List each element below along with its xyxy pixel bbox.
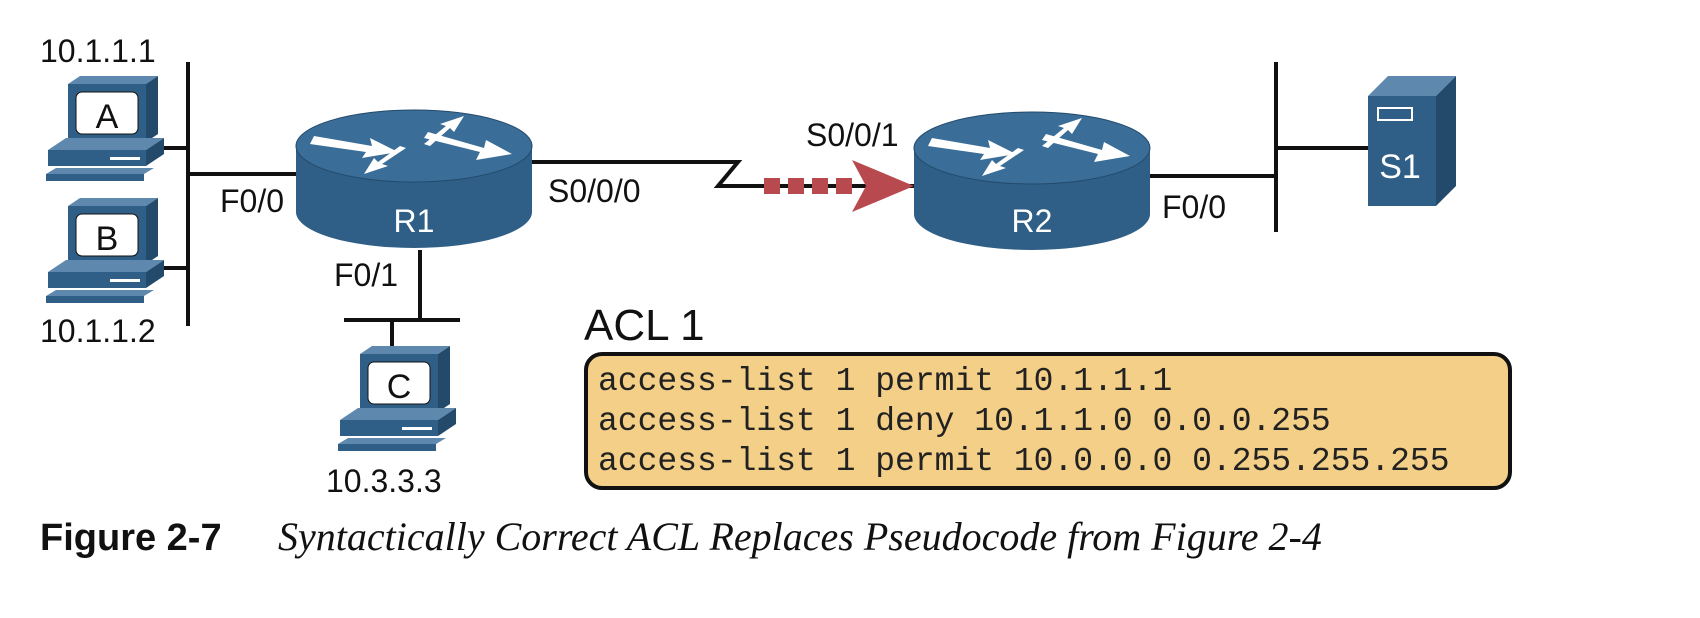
- pc-b-label: B: [96, 220, 119, 258]
- r2-f00-label: F0/0: [1162, 189, 1226, 225]
- acl-title: ACL 1: [584, 301, 705, 350]
- traffic-direction-arrow: [764, 160, 914, 212]
- router-r2-label: R2: [1012, 203, 1053, 239]
- acl-line: access-list 1 permit 10.0.0.0 0.255.255.…: [598, 443, 1450, 480]
- r1-f01-label: F0/1: [334, 257, 398, 293]
- pc-c-ip: 10.3.3.3: [326, 463, 442, 499]
- pc-c-label: C: [387, 368, 412, 406]
- server-s1-icon: [1368, 76, 1456, 206]
- acl-line: access-list 1 deny 10.1.1.0 0.0.0.255: [598, 403, 1331, 440]
- acl-box: [584, 352, 1512, 490]
- figure-number: Figure 2-7: [40, 517, 222, 559]
- acl-line: access-list 1 permit 10.1.1.1: [598, 363, 1172, 400]
- pc-a-label: A: [96, 98, 119, 136]
- r2-s001-label: S0/0/1: [806, 117, 899, 153]
- server-s1-label: S1: [1379, 148, 1421, 186]
- pc-b-ip: 10.1.1.2: [40, 313, 156, 349]
- figure-caption: Syntactically Correct ACL Replaces Pseud…: [278, 514, 1322, 559]
- r1-f00-label: F0/0: [220, 183, 284, 219]
- pc-a-ip: 10.1.1.1: [40, 33, 156, 69]
- router-r1-label: R1: [394, 203, 435, 239]
- r1-s000-label: S0/0/0: [548, 173, 641, 209]
